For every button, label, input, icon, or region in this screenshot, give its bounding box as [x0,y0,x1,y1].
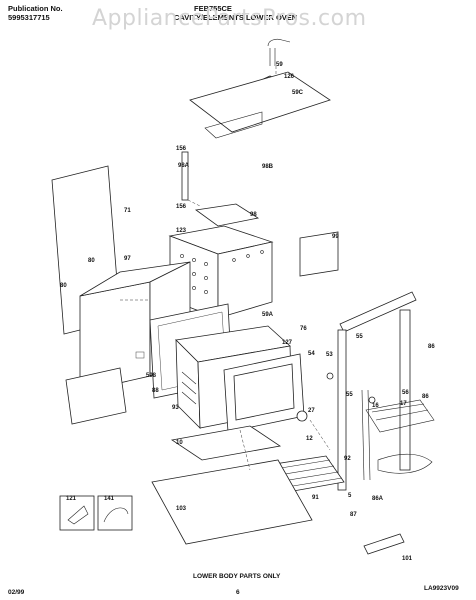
callout-71: 71 [124,208,131,214]
callout-93: 93 [172,405,179,411]
callout-156: 156 [176,204,187,210]
callout-27: 27 [308,408,315,414]
callout-127: 127 [282,340,293,346]
callout-55: 55 [346,392,353,398]
callout-55: 55 [356,334,363,340]
callout-86: 86 [422,394,429,400]
callout-10: 10 [176,440,183,446]
callout-123: 123 [176,228,187,234]
callout-80: 80 [88,258,95,264]
callout-59C: 59C [292,90,304,96]
callout-101: 101 [402,556,413,562]
drawing-code: LA9923V09 [424,585,459,592]
callout-59A: 59A [262,312,274,318]
callout-97: 97 [124,256,131,262]
publication-number: 5995317715 [8,13,50,22]
callout-59: 59 [276,62,283,68]
callout-227: 227 [0,0,11,2]
callout-598: 598 [146,373,157,379]
callout-126: 126 [284,74,295,80]
callout-121: 121 [66,496,77,502]
callout-98B: 98B [262,164,274,170]
callout-17: 17 [400,401,407,407]
callout-76: 76 [300,326,307,332]
diagram-artwork [51,38,435,555]
footer-date: 02/99 [8,589,25,596]
callout-87: 87 [350,512,357,518]
callout-98A: 98A [178,163,190,169]
callout-12: 12 [306,436,313,442]
callout-53: 53 [326,352,333,358]
page-number: 6 [236,589,240,596]
callout-5: 5 [348,493,352,499]
model-number: FEB755CE [194,4,232,13]
diagram-caption: LOWER BODY PARTS ONLY [193,573,281,580]
callout-88: 88 [152,388,159,394]
callout-103: 103 [176,506,187,512]
section-title: CAVITY/ELEMENTS LOWER OVEN [174,13,298,22]
callout-99: 99 [332,234,339,240]
callout-16: 16 [372,403,379,409]
watermark: AppliancePartsPros.com [92,6,367,31]
callout-156: 156 [176,146,187,152]
callout-80: 80 [60,283,67,289]
callout-86: 86 [428,344,435,350]
callout-141: 141 [104,496,115,502]
callout-91: 91 [312,495,319,501]
callout-98: 98 [250,212,257,218]
publication-label: Publication No. [8,4,63,13]
callout-86A: 86A [372,496,384,502]
callout-92: 92 [344,456,351,462]
callout-56: 56 [402,390,409,396]
callout-54: 54 [308,351,315,357]
